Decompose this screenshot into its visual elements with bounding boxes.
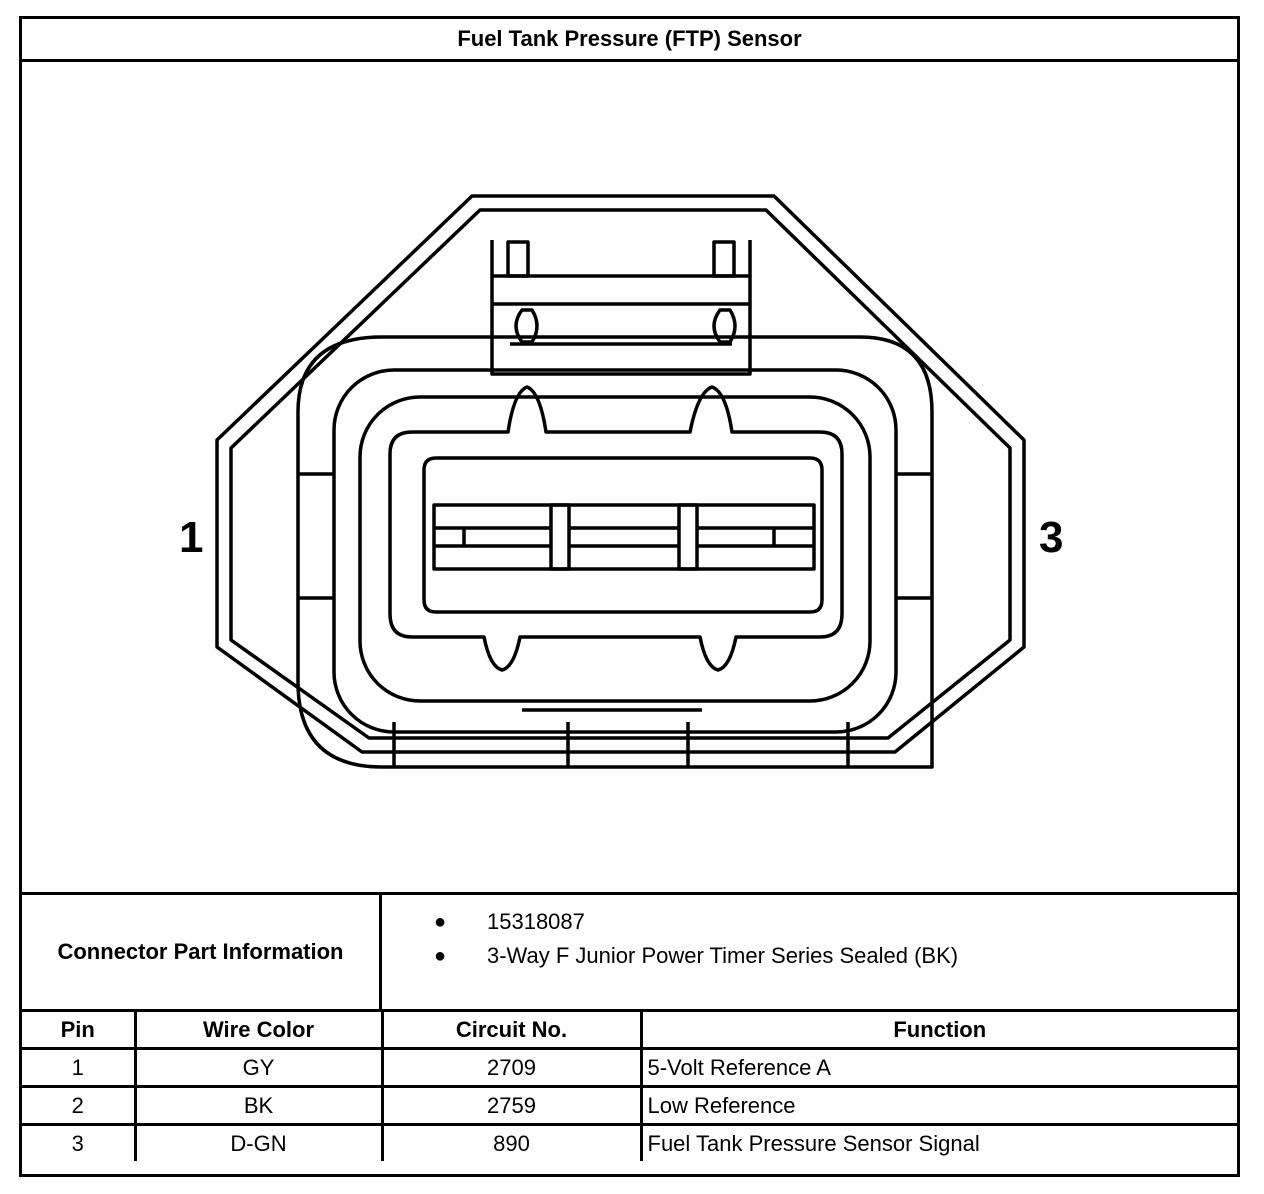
cell-circuit-no: 2709 [380,1047,643,1088]
table-row: 1 GY 2709 5-Volt Reference A [22,1047,1237,1088]
cell-circuit-no: 2759 [380,1085,643,1126]
latch-outline [490,240,752,376]
part-description: 3-Way F Junior Power Timer Series Sealed… [487,943,959,968]
table-row: 3 D-GN 890 Fuel Tank Pressure Sensor Sig… [22,1123,1237,1161]
connector-part-information-label: Connector Part Information [22,895,382,1009]
table-row: 2 BK 2759 Low Reference [22,1085,1237,1126]
seal-ring-middle [358,395,872,703]
table-header-row: Pin Wire Color Circuit No. Function [22,1012,1237,1050]
cell-function: Low Reference [639,1085,1237,1126]
cell-function: 5-Volt Reference A [639,1047,1237,1088]
terminal-cavity-inner [422,456,824,614]
header-function: Function [639,1012,1237,1050]
part-info-list: ● 15318087 ● 3-Way F Junior Power Timer … [382,905,1237,973]
connector-body-outline [296,335,934,769]
diagram-title: Fuel Tank Pressure (FTP) Sensor [22,19,1237,62]
latch-lock-left [514,308,539,344]
cell-pin: 3 [22,1123,137,1161]
pin-1-label: 1 [179,513,204,562]
part-number: 15318087 [487,909,585,934]
bullet-icon: ● [434,910,447,933]
latch-tab-right [712,240,736,278]
connector-face-drawing [215,194,1026,769]
header-wire-color: Wire Color [133,1012,384,1050]
cell-pin: 1 [22,1047,137,1088]
cell-wire-color: D-GN [133,1123,384,1161]
pin-3-label: 3 [1039,513,1064,562]
cell-pin: 2 [22,1085,137,1126]
connector-part-information: Connector Part Information ● 15318087 ● … [22,892,1237,1012]
cell-function: Fuel Tank Pressure Sensor Signal [639,1123,1237,1161]
terminal-cavity-outline [388,385,844,672]
part-info-item: ● 15318087 [382,905,1237,939]
connector-diagram: 1 3 [22,62,1237,892]
terminal-separator [677,503,699,571]
connector-card: Fuel Tank Pressure (FTP) Sensor [19,16,1240,1177]
cell-wire-color: GY [133,1047,384,1088]
seal-ring-outer [332,368,898,734]
bullet-icon: ● [434,944,447,967]
terminal-separator [549,503,571,571]
header-pin: Pin [22,1012,137,1050]
part-info-item: ● 3-Way F Junior Power Timer Series Seal… [382,939,1237,973]
cell-wire-color: BK [133,1085,384,1126]
latch-lock-right [712,308,737,344]
outer-housing-inner-outline [229,208,1012,740]
latch-tab-left [506,240,530,278]
outer-housing-outline [215,194,1026,754]
header-circuit-no: Circuit No. [380,1012,643,1050]
pin-table: Pin Wire Color Circuit No. Function 1 GY… [22,1012,1237,1161]
cell-circuit-no: 890 [380,1123,643,1161]
terminal-strip [432,503,816,571]
